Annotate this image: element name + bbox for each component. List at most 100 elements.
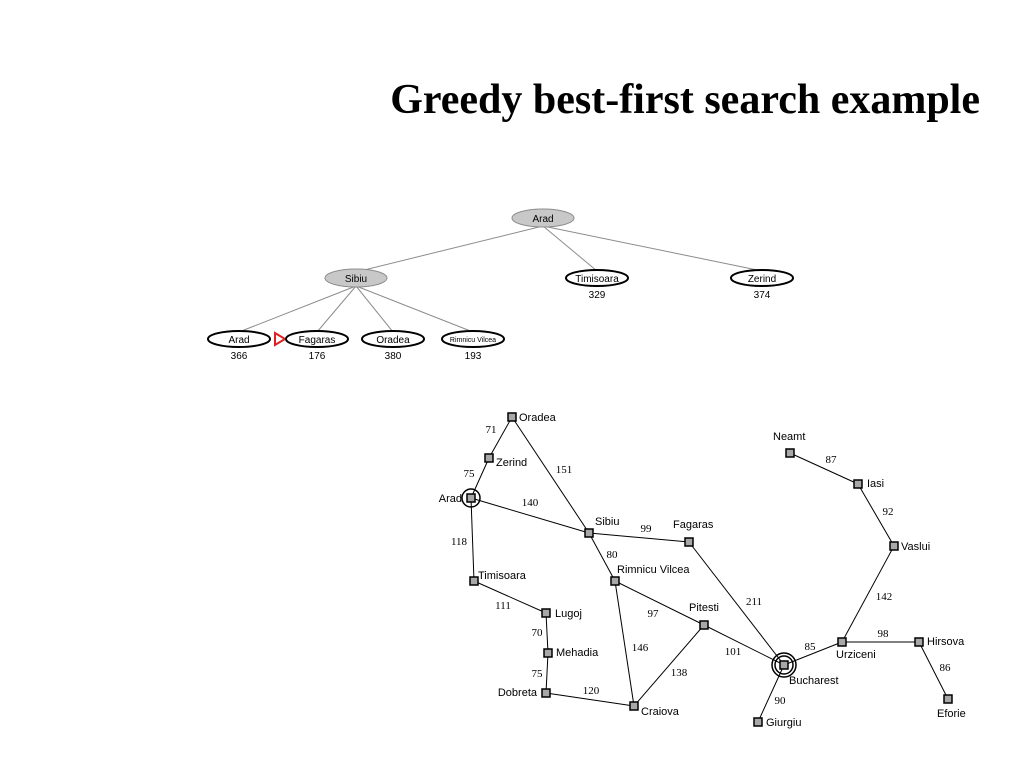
tree-node-label: Zerind (748, 274, 776, 285)
city-urziceni-icon (837, 637, 847, 647)
city-timisoara-icon (469, 576, 479, 586)
road-distance-label: 85 (805, 641, 817, 653)
road-distance-label: 75 (532, 668, 544, 680)
city-label-craiova: Craiova (641, 706, 680, 718)
tree-node-label: Fagaras (299, 335, 336, 346)
city-label-giurgiu: Giurgiu (766, 717, 801, 729)
city-craiova-icon (629, 701, 639, 711)
tree-edge (316, 285, 357, 333)
city-oradea-icon (507, 412, 517, 422)
tree-node-heuristic: 176 (309, 351, 326, 362)
road-pitesti-bucharest (703, 624, 785, 666)
road-distance-label: 71 (486, 424, 497, 436)
road-timisoara-lugoj (473, 580, 547, 614)
road-rimnicu-vilcea-pitesti (614, 580, 705, 626)
map-cities: OradeaZerindAradTimisoaraLugojMehadiaDob… (439, 412, 966, 729)
road-sibiu-fagaras (588, 532, 690, 543)
road-distance-label: 138 (671, 667, 688, 679)
road-urziceni-vaslui (841, 545, 895, 643)
city-label-timisoara: Timisoara (478, 570, 527, 582)
tree-edge (355, 285, 394, 333)
tree-edge (355, 225, 544, 273)
tree-node-heuristic: 366 (231, 351, 248, 362)
city-eforie-icon (943, 694, 953, 704)
city-label-sibiu: Sibiu (595, 516, 619, 528)
road-sibiu-rimnicu-vilcea (588, 532, 616, 582)
road-distance-label: 120 (583, 685, 600, 697)
tree-node-timisoara: Timisoara 329 (565, 269, 629, 301)
road-dobreta-craiova (545, 692, 635, 707)
city-label-bucharest: Bucharest (789, 675, 839, 687)
city-rimnicu-vilcea-icon (610, 576, 620, 586)
road-distance-label: 97 (648, 608, 660, 620)
road-distance-label: 80 (607, 549, 619, 561)
tree-node-heuristic: 374 (754, 290, 771, 301)
tree-node-sibiu: Sibiu (324, 268, 388, 288)
city-label-urziceni: Urziceni (836, 649, 876, 661)
road-bucharest-giurgiu (757, 664, 785, 723)
road-arad-sibiu (470, 497, 590, 534)
city-giurgiu-icon (753, 717, 763, 727)
road-distance-label: 87 (826, 454, 838, 466)
city-label-eforie: Eforie (937, 708, 966, 720)
city-lugoj-icon (541, 608, 551, 618)
tree-node-label: Oradea (376, 335, 410, 346)
tree-node-oradea: Oradea 380 (361, 330, 425, 362)
tree-edge (238, 285, 357, 333)
map-roads (470, 416, 949, 723)
road-distance-label: 75 (464, 468, 476, 480)
road-distance-label: 211 (746, 596, 762, 608)
city-label-rimnicu-vilcea: Rimnicu Vilcea (617, 564, 690, 576)
city-neamt-icon (785, 448, 795, 458)
road-distance-label: 92 (883, 506, 894, 518)
road-craiova-pitesti (633, 624, 705, 707)
city-dobreta-icon (541, 688, 551, 698)
road-distance-label: 99 (641, 523, 653, 535)
tree-node-label: Arad (532, 214, 553, 225)
city-label-pitesti: Pitesti (689, 602, 719, 614)
goal-marker-icon (771, 652, 797, 678)
tree-node-heuristic: 329 (589, 290, 606, 301)
tree-node-label: Rimnicu Vilcea (450, 337, 496, 344)
road-arad-timisoara (470, 497, 475, 582)
city-zerind-icon (484, 453, 494, 463)
city-label-fagaras: Fagaras (673, 519, 714, 531)
road-distance-label: 146 (632, 642, 649, 654)
road-distance-label: 111 (495, 600, 511, 612)
tree-node-heuristic: 380 (385, 351, 402, 362)
road-distance-label: 118 (451, 536, 468, 548)
tree-node-label: Arad (228, 335, 249, 346)
city-label-zerind: Zerind (496, 457, 527, 469)
tree-node-arad-child: Arad 366 (207, 330, 271, 362)
tree-node-arad-root: Arad (511, 208, 575, 228)
city-vaslui-icon (889, 541, 899, 551)
road-lugoj-mehadia (545, 612, 549, 654)
city-label-mehadia: Mehadia (556, 647, 599, 659)
road-distance-label: 140 (522, 497, 539, 509)
goal-marker-icon (774, 655, 794, 675)
road-distance-label: 98 (878, 628, 890, 640)
road-iasi-neamt (789, 452, 859, 485)
city-hirsova-icon (914, 637, 924, 647)
search-tree: Arad Sibiu Timisoara 329 Zerind 374 Arad… (207, 208, 794, 362)
city-label-neamt: Neamt (773, 431, 805, 443)
city-label-vaslui: Vaslui (901, 541, 930, 553)
road-distance-label: 90 (775, 695, 787, 707)
road-distance-label: 70 (532, 627, 544, 639)
road-rimnicu-vilcea-craiova (614, 580, 635, 707)
road-bucharest-urziceni (783, 641, 843, 666)
road-mehadia-dobreta (545, 652, 549, 694)
city-label-hirsova: Hirsova (927, 636, 965, 648)
tree-node-fagaras: Fagaras 176 (285, 330, 349, 362)
tree-node-heuristic: 193 (465, 351, 482, 362)
slide-title: Greedy best-first search example (390, 77, 980, 123)
road-distance-label: 142 (876, 591, 893, 603)
city-sibiu-icon (584, 528, 594, 538)
road-fagaras-bucharest (688, 541, 785, 666)
road-distance-label: 101 (725, 646, 742, 658)
city-fagaras-icon (684, 537, 694, 547)
city-label-lugoj: Lugoj (555, 608, 582, 620)
road-zerind-arad (470, 457, 490, 499)
